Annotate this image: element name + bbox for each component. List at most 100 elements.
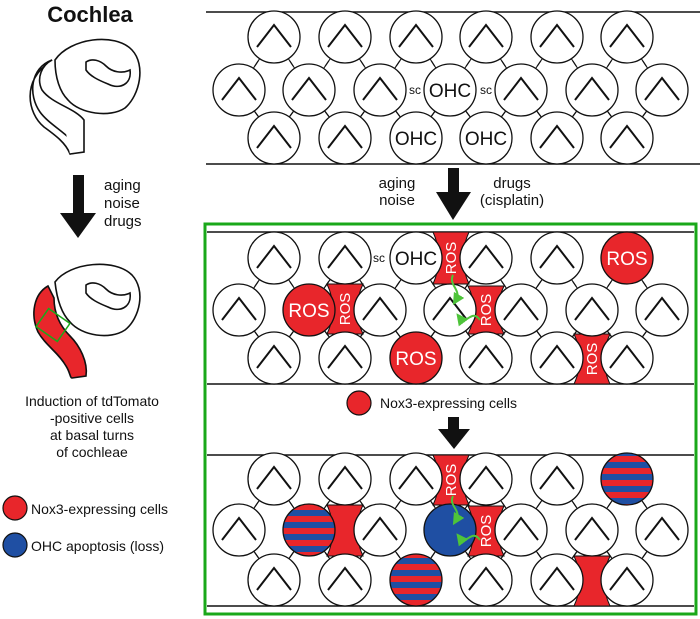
sc-label: sc	[480, 83, 492, 97]
ohc-label: OHC	[395, 129, 437, 150]
stereocilia-icon	[327, 244, 363, 269]
hair-cell	[318, 10, 372, 64]
stereocilia-icon	[256, 344, 292, 369]
middle-legend-label: Nox3-expressing cells	[380, 395, 517, 411]
cell-body	[530, 231, 584, 285]
legend-label-apoptosis: OHC apoptosis (loss)	[31, 538, 164, 554]
stereocilia-icon	[327, 23, 363, 48]
hair-cell	[459, 10, 513, 64]
cell-body	[600, 553, 654, 607]
hair-cell: ROS	[600, 231, 654, 285]
caption-line-2: -positive cells	[50, 410, 134, 426]
left-arrow-label-drugs: drugs	[104, 213, 142, 230]
cell-body	[247, 231, 301, 285]
cell-body	[494, 283, 548, 337]
legend-swatch-red	[2, 495, 28, 521]
top-arrow-label-cisplatin: (cisplatin)	[480, 192, 544, 209]
legend-item-apoptosis: OHC apoptosis (loss)	[2, 532, 164, 558]
hair-cell	[530, 10, 584, 64]
stereocilia-icon	[609, 344, 645, 369]
cell-body	[600, 10, 654, 64]
stereocilia-icon	[539, 344, 575, 369]
green-frame	[203, 222, 698, 616]
stereocilia-icon	[539, 124, 575, 149]
down-arrow-middle	[438, 417, 470, 449]
stereocilia-icon	[327, 344, 363, 369]
cell-body	[565, 63, 619, 117]
stereocilia-icon	[327, 566, 363, 591]
stereocilia-icon	[468, 244, 504, 269]
nox3-cell-ros-label: ROS	[395, 349, 436, 370]
caption-line-4: of cochleae	[56, 444, 128, 460]
ros-label: ROS	[443, 464, 460, 497]
cell-body	[389, 111, 443, 165]
down-arrow-left-1	[60, 175, 96, 238]
hair-cell	[389, 452, 443, 506]
stereocilia-icon	[503, 76, 539, 101]
stereocilia-icon	[468, 344, 504, 369]
stereocilia-icon	[609, 124, 645, 149]
stereocilia-icon	[327, 124, 363, 149]
hair-cell: OHC	[459, 111, 513, 165]
left-arrow-label-aging: aging	[104, 177, 141, 194]
ros-supporting-cell: ROS	[467, 285, 505, 335]
hair-cell	[247, 553, 301, 607]
hair-cell	[600, 111, 654, 165]
ohc-label: OHC	[429, 81, 471, 102]
hair-cell	[318, 111, 372, 165]
striped-cell-body	[600, 452, 654, 506]
legend-item-nox3: Nox3-expressing cells	[2, 495, 168, 521]
hair-cell	[247, 231, 301, 285]
cell-body	[282, 63, 336, 117]
cell-body	[530, 553, 584, 607]
top-arrow-label-noise: noise	[379, 192, 415, 209]
hair-cell	[565, 503, 619, 557]
hair-cell	[494, 63, 548, 117]
cell-body	[212, 503, 266, 557]
stereocilia-icon	[256, 566, 292, 591]
hair-cell	[565, 63, 619, 117]
hair-cell	[635, 503, 689, 557]
stereocilia-icon	[644, 296, 680, 321]
ros-diffusion-arrow	[456, 533, 481, 547]
hair-cell	[459, 452, 513, 506]
cell-body	[318, 231, 372, 285]
cell-body	[318, 111, 372, 165]
stereocilia-icon	[398, 465, 434, 490]
cell-body	[353, 283, 407, 337]
hair-cell	[635, 283, 689, 337]
hair-cell	[494, 503, 548, 557]
hair-cell	[389, 10, 443, 64]
sc-label: sc	[409, 83, 421, 97]
cell-body	[600, 111, 654, 165]
stereocilia-icon	[362, 76, 398, 101]
cell-body	[247, 553, 301, 607]
cell-body	[530, 10, 584, 64]
cell-body	[389, 10, 443, 64]
ohc-label: OHC	[395, 249, 437, 270]
sc-label: sc	[373, 251, 385, 265]
stereocilia-icon	[221, 296, 257, 321]
cell-body	[459, 111, 513, 165]
stereocilia-icon	[256, 23, 292, 48]
cell-body	[318, 331, 372, 385]
hair-cell	[212, 63, 266, 117]
stereocilia-icon	[468, 465, 504, 490]
hair-cell	[600, 10, 654, 64]
stereocilia-icon	[221, 516, 257, 541]
top-arrow-label-drugs: drugs	[493, 175, 531, 192]
hair-cell	[318, 553, 372, 607]
cell-body	[530, 452, 584, 506]
cell-body	[530, 111, 584, 165]
ros-label: ROS	[337, 293, 354, 326]
ros-label: ROS	[443, 242, 460, 275]
caption-line-1: Induction of tdTomato	[25, 393, 159, 409]
hair-cell	[530, 331, 584, 385]
hair-cell	[353, 283, 407, 337]
hair-cell	[318, 231, 372, 285]
hair-cell	[247, 10, 301, 64]
stereocilia-icon	[539, 244, 575, 269]
stereocilia-icon	[221, 76, 257, 101]
apoptotic-nox3-cell	[282, 503, 336, 557]
